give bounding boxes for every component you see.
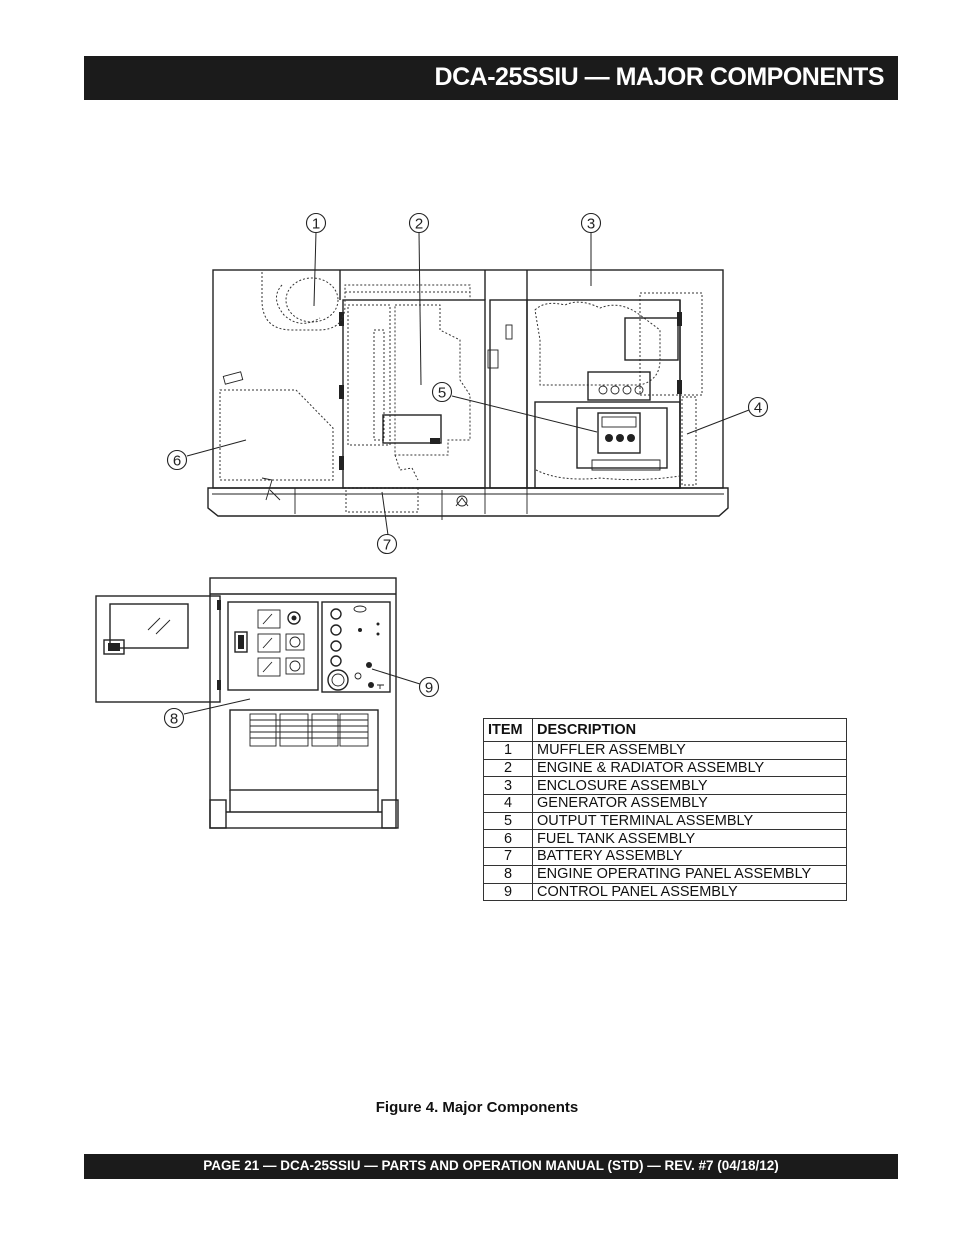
item-number: 8 xyxy=(483,864,533,884)
svg-text:3: 3 xyxy=(587,216,595,233)
svg-text:8: 8 xyxy=(170,711,178,728)
item-description: ENCLOSURE ASSEMBLY xyxy=(532,776,847,796)
page-title-bar: DCA-25SSIU — MAJOR COMPONENTS xyxy=(84,56,898,100)
item-number: 4 xyxy=(483,794,533,813)
item-number: 3 xyxy=(483,776,533,796)
item-number: 5 xyxy=(483,811,533,831)
item-number: 7 xyxy=(483,847,533,866)
control-panel-view xyxy=(95,577,399,829)
item-description: ENGINE OPERATING PANEL ASSEMBLY xyxy=(532,864,847,884)
svg-text:9: 9 xyxy=(425,680,433,697)
item-number: 1 xyxy=(483,741,533,760)
callout-7: 7 xyxy=(376,533,398,555)
item-description: OUTPUT TERMINAL ASSEMBLY xyxy=(532,811,847,831)
callout-1: 1 xyxy=(305,212,327,234)
item-description: BATTERY ASSEMBLY xyxy=(532,847,847,866)
item-description: FUEL TANK ASSEMBLY xyxy=(532,829,847,849)
item-description: GENERATOR ASSEMBLY xyxy=(532,794,847,813)
svg-text:4: 4 xyxy=(754,400,762,417)
figure-caption: Figure 4. Major Components xyxy=(375,1099,579,1116)
item-description: ENGINE & RADIATOR ASSEMBLY xyxy=(532,758,847,778)
item-description: MUFFLER ASSEMBLY xyxy=(532,741,847,760)
item-number: 9 xyxy=(483,882,533,902)
svg-text:1: 1 xyxy=(312,216,320,233)
callout-8: 8 xyxy=(163,707,185,729)
table-header-row: ITEM DESCRIPTION xyxy=(483,718,847,742)
callout-6: 6 xyxy=(166,449,188,471)
column-header-item: ITEM xyxy=(483,718,533,742)
page-footer-bar: PAGE 21 — DCA-25SSIU — PARTS AND OPERATI… xyxy=(84,1154,898,1179)
callout-3: 3 xyxy=(580,212,602,234)
svg-text:7: 7 xyxy=(383,537,391,554)
item-description: CONTROL PANEL ASSEMBLY xyxy=(532,882,847,902)
item-number: 2 xyxy=(483,758,533,778)
generator-side-view xyxy=(207,269,729,520)
page-title: DCA-25SSIU — MAJOR COMPONENTS xyxy=(434,63,885,91)
callout-4: 4 xyxy=(747,396,769,418)
column-header-description: DESCRIPTION xyxy=(532,718,847,742)
svg-text:6: 6 xyxy=(173,453,181,470)
svg-text:5: 5 xyxy=(438,385,446,402)
item-number: 6 xyxy=(483,829,533,849)
callout-5: 5 xyxy=(431,381,453,403)
page-footer: PAGE 21 — DCA-25SSIU — PARTS AND OPERATI… xyxy=(203,1158,779,1173)
svg-text:2: 2 xyxy=(415,216,423,233)
callout-2: 2 xyxy=(408,212,430,234)
callout-9: 9 xyxy=(418,676,440,698)
